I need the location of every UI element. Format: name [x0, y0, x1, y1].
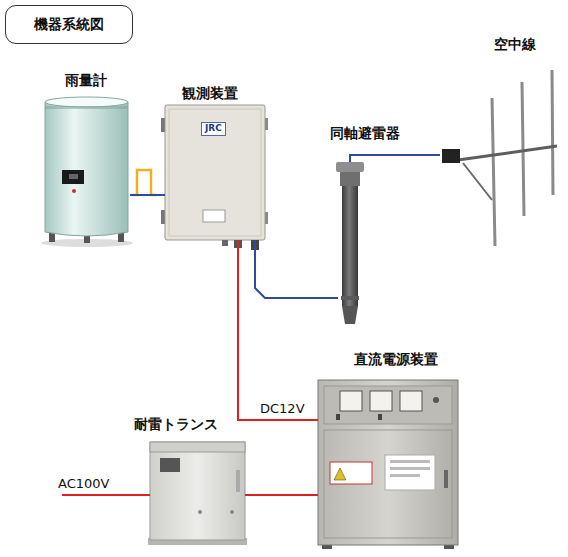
dc-power-unit-picture-part [336, 414, 340, 420]
pulse-signal-symbol [133, 170, 157, 195]
device-name: 観測装置 [182, 85, 238, 102]
rain-gauge-picture-part [69, 174, 78, 179]
observation-unit-picture-part [165, 105, 265, 240]
antenna-picture-part [463, 163, 492, 200]
device-name: 耐雷トランス [134, 416, 218, 433]
rain-gauge-picture-part [72, 189, 76, 193]
lightning-transformer-picture-part [160, 458, 180, 472]
dc-power-unit-picture-part [330, 462, 372, 484]
coaxial-arrester: 同軸避雷器 [338, 162, 362, 327]
rain-gauge: 雨量計 [42, 97, 130, 240]
cable-line [350, 155, 440, 162]
ac-input-wire [62, 495, 150, 496]
cable-line [238, 240, 318, 420]
lightning-transformer-picture-part [230, 510, 234, 514]
lightning-transformer-picture-part [236, 470, 240, 492]
dc-power-unit-picture-part [433, 397, 439, 403]
antenna-picture-part [458, 146, 557, 160]
rain-gauge-picture-part [45, 97, 128, 107]
rain-gauge-picture-part [45, 102, 128, 236]
antenna-picture-part [492, 98, 495, 246]
lightning-transformer-picture-part [198, 510, 202, 514]
coaxial-arrester-picture-part [340, 172, 360, 186]
voltage-label: DC12V [258, 401, 307, 417]
antenna-picture-part [522, 82, 524, 216]
dc-power-unit-picture-part [318, 380, 458, 545]
dc-power-unit-picture-part [334, 468, 346, 480]
dc-power-unit-picture-part [324, 430, 452, 538]
antenna-picture [442, 70, 557, 246]
dc-power-unit-picture-part [390, 460, 430, 463]
observation-unit-picture-part [222, 240, 228, 246]
maker-logo: JRC [201, 122, 226, 136]
pulse-signal-symbol-part [133, 170, 157, 195]
dc-power-unit-picture-part [390, 474, 420, 477]
device-name: 雨量計 [65, 72, 107, 89]
lightning-transformer-picture-part [150, 442, 245, 452]
dc-power-unit-picture-part [400, 391, 422, 411]
dc-power-unit: 直流電源装置 [318, 380, 458, 545]
coaxial-arrester-picture [336, 162, 364, 324]
rain-gauge-picture [41, 97, 133, 247]
coaxial-arrester-picture-part [341, 296, 359, 300]
ac-input-wire-part [62, 494, 150, 496]
antenna-picture-part [552, 70, 553, 195]
cable-line [255, 240, 338, 298]
dc-power-unit-picture-part [378, 414, 382, 420]
cable-line [245, 494, 318, 496]
dc-power-unit-picture-part [324, 386, 452, 424]
antenna-picture-part [442, 149, 460, 163]
antenna: 空中線 [440, 68, 562, 246]
dc-power-unit-picture-part [370, 391, 392, 411]
dc-power-unit-picture-part [390, 467, 430, 470]
coaxial-arrester-picture-part [342, 186, 358, 306]
observation-unit-picture [161, 105, 268, 250]
rain-gauge-picture-part [45, 106, 128, 109]
diagram-title: 機器系統図 [34, 16, 104, 34]
ac-input-label: AC100V [58, 476, 109, 492]
cable-line [130, 194, 165, 196]
device-name: 直流電源装置 [354, 351, 438, 368]
coaxial-arrester-picture-part [336, 162, 364, 172]
dc-power-unit-picture [318, 380, 458, 549]
title-box: 機器系統図 [5, 5, 133, 44]
observation-unit-picture-part [169, 109, 261, 236]
rain-gauge-picture-part [62, 170, 84, 184]
dc-power-unit-picture-part [340, 391, 362, 411]
lightning-transformer-picture-part [150, 442, 245, 540]
dc-power-unit-picture-part [444, 470, 448, 488]
observation-unit-picture-part [203, 210, 225, 222]
device-name: 同軸避雷器 [330, 125, 400, 142]
lightning-transformer: 耐雷トランス [150, 442, 245, 545]
device-name: 空中線 [494, 36, 536, 53]
lightning-transformer-picture [148, 442, 247, 545]
dc-power-unit-picture-part [385, 455, 435, 490]
coaxial-arrester-picture-part [342, 306, 358, 324]
